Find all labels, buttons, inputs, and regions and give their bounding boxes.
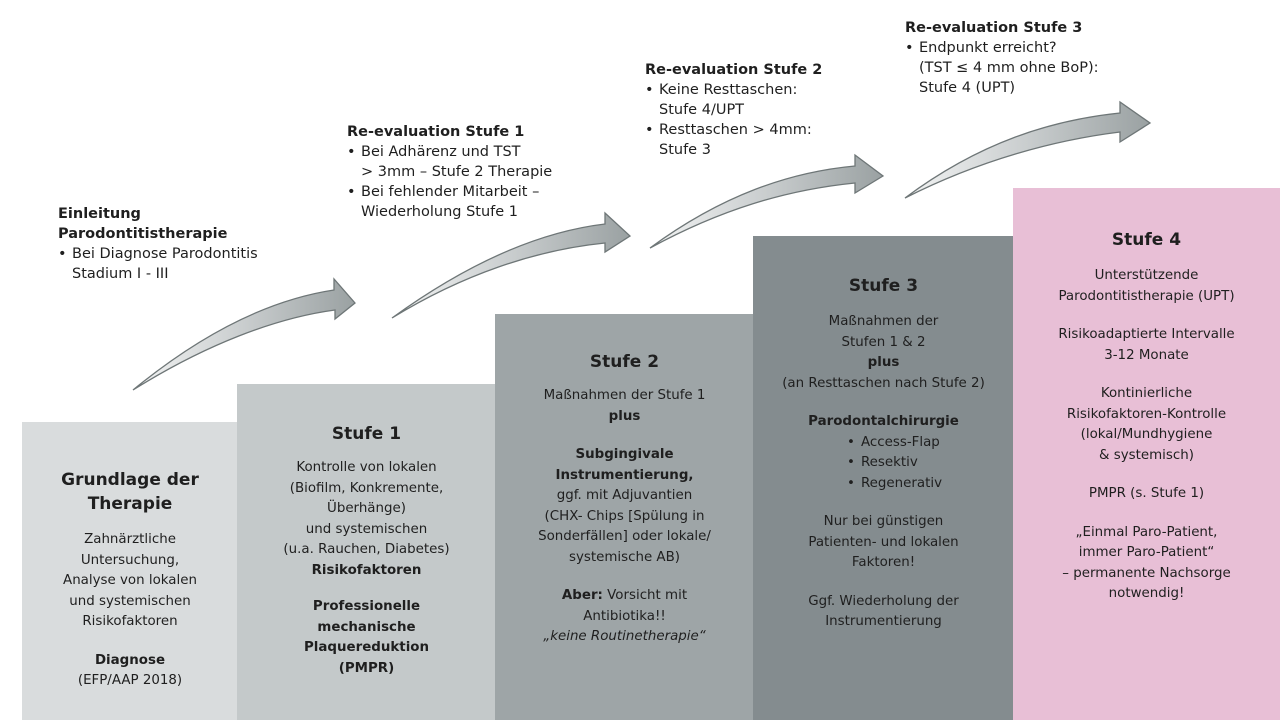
annotation-reevaluation-2: Re-evaluation Stufe 2 Keine Resttaschen:… — [645, 60, 822, 160]
annotation-bullet: Bei fehlender Mitarbeit – Wiederholung S… — [347, 182, 552, 222]
plus-label: plus — [867, 355, 900, 370]
step-text: Zahnärztliche Untersuchung, Analyse von … — [63, 532, 197, 629]
arrow-3 — [649, 153, 885, 249]
step-stufe-2: Stufe 2 Maßnahmen der Stufe 1 plus Subgi… — [495, 314, 754, 720]
annotation-reevaluation-1: Re-evaluation Stufe 1 Bei Adhärenz und T… — [347, 122, 552, 222]
upt-text: Unterstützende Parodontitistherapie (UPT… — [1058, 268, 1235, 304]
step-stufe-4: Stufe 4 Unterstützende Parodontitisthera… — [1013, 188, 1280, 720]
step-grundlage: Grundlage der Therapie Zahnärztliche Unt… — [22, 422, 238, 720]
aber-label: Aber: — [561, 588, 603, 603]
step-title: Stufe 4 — [1111, 230, 1182, 250]
keine-routine-text: „keine Routinetherapie“ — [543, 629, 706, 644]
annotation-heading: Re-evaluation Stufe 2 — [645, 62, 823, 78]
warning-text: Aber: Vorsicht mit Antibiotika!! — [495, 586, 754, 627]
step-title: Stufe 1 — [331, 424, 402, 444]
annotation-heading: Re-evaluation Stufe 1 — [347, 124, 525, 140]
annotation-bullet: Bei Diagnose Parodontitis Stadium I - II… — [58, 244, 258, 284]
step-text: Kontrolle von lokalen (Biofilm, Konkreme… — [283, 460, 450, 557]
annotation-bullet: Resttaschen > 4mm: Stufe 3 — [645, 120, 822, 160]
step-title: Stufe 3 — [848, 276, 919, 296]
vorsicht-text: Vorsicht mit Antibiotika!! — [583, 588, 688, 624]
annotation-bullet: Bei Adhärenz und TST > 3mm – Stufe 2 The… — [347, 142, 552, 182]
annotation-heading: Einleitung Parodontitistherapie — [58, 206, 228, 242]
annotation-reevaluation-3: Re-evaluation Stufe 3 Endpunkt erreicht?… — [905, 18, 1099, 98]
step-text: Maßnahmen der Stufe 1 — [543, 388, 706, 403]
chirurgie-list: Access-Flap Resektiv Regenerativ — [847, 433, 942, 495]
annotation-einleitung: Einleitung Parodontitistherapie Bei Diag… — [58, 204, 258, 284]
annotation-bullet: Keine Resttaschen: Stufe 4/UPT — [645, 80, 822, 120]
risikofaktoren-label: Risikofaktoren — [311, 562, 422, 578]
adjuvantien-text: ggf. mit Adjuvantien (CHX- Chips [Spülun… — [538, 488, 711, 565]
arrow-1 — [132, 277, 356, 391]
resttaschen-text: (an Resttaschen nach Stufe 2) — [782, 375, 985, 391]
intervalle-text: Risikoadaptierte Intervalle 3-12 Monate — [1058, 327, 1235, 363]
subgingival-label: Subgingivale Instrumentierung, — [555, 447, 694, 483]
step-stufe-3: Stufe 3 Maßnahmen der Stufen 1 & 2 plus … — [753, 236, 1014, 720]
diagnose-source: (EFP/AAP 2018) — [77, 673, 183, 688]
diagnose-label: Diagnose — [94, 652, 166, 668]
nachsorge-text: „Einmal Paro-Patient, immer Paro-Patient… — [1062, 524, 1231, 602]
step-text: Maßnahmen der Stufen 1 & 2 — [828, 314, 939, 350]
parodontalchirurgie-label: Parodontalchirurgie — [808, 414, 959, 429]
arrow-4 — [904, 100, 1152, 199]
list-item: Access-Flap — [847, 433, 942, 454]
wiederholung-text: Ggf. Wiederholung der Instrumentierung — [808, 593, 959, 630]
list-item: Regenerativ — [847, 474, 942, 495]
step-title: Grundlage der Therapie — [61, 470, 199, 514]
risikokontrolle-text: Kontinierliche Risikofaktoren-Kontrolle … — [1066, 386, 1227, 463]
pmpr-label: Professionelle mechanische Plaqueredukti… — [303, 599, 430, 676]
arrow-2 — [391, 211, 632, 319]
plus-label: plus — [608, 408, 641, 424]
nur-bei-text: Nur bei günstigen Patienten- und lokalen… — [808, 514, 959, 570]
step-stufe-1: Stufe 1 Kontrolle von lokalen (Biofilm, … — [237, 384, 496, 720]
pmpr-text: PMPR (s. Stufe 1) — [1088, 486, 1205, 501]
step-title: Stufe 2 — [589, 352, 660, 372]
annotation-bullet: Endpunkt erreicht? (TST ≤ 4 mm ohne BoP)… — [905, 38, 1099, 98]
list-item: Resektiv — [847, 453, 942, 474]
annotation-heading: Re-evaluation Stufe 3 — [905, 20, 1083, 36]
